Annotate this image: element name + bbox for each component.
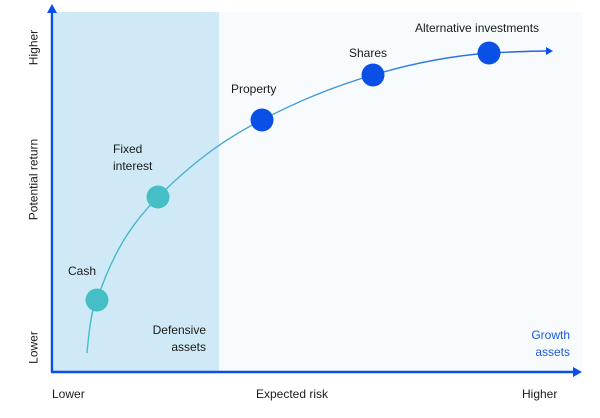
x-axis-title: Expected risk [256, 387, 329, 401]
label-fixed-line2: interest [113, 159, 153, 173]
growth-region [219, 12, 583, 372]
growth-line2: assets [535, 345, 570, 359]
label-property: Property [231, 82, 277, 96]
x-tick-lower: Lower [52, 387, 85, 401]
y-axis-title: Potential return [26, 138, 41, 221]
y-tick-higher: Higher [26, 29, 41, 66]
label-defensive-assets: Defensive assets [130, 323, 206, 355]
point-alternative-investments [477, 41, 501, 65]
x-axis-arrow-icon [573, 367, 582, 377]
point-shares [361, 63, 385, 87]
label-growth-assets: Growth assets [500, 328, 570, 360]
label-cash: Cash [68, 264, 97, 278]
y-axis-arrow-icon [47, 4, 57, 13]
defensive-line2: assets [171, 340, 206, 354]
defensive-region [54, 12, 219, 372]
point-cash [85, 288, 109, 312]
label-shares: Shares [349, 46, 388, 60]
point-property [250, 108, 274, 132]
curve-arrowhead-icon [546, 47, 553, 55]
label-alternative-investments: Alternative investments [415, 21, 540, 35]
y-tick-lower: Lower [26, 331, 41, 364]
label-fixed-line1: Fixed [113, 142, 143, 156]
label-fixed-interest: Fixed interest [113, 142, 152, 174]
growth-line1: Growth [531, 328, 570, 342]
defensive-line1: Defensive [152, 323, 206, 337]
point-fixed-interest [146, 185, 170, 209]
x-tick-higher: Higher [522, 387, 558, 401]
